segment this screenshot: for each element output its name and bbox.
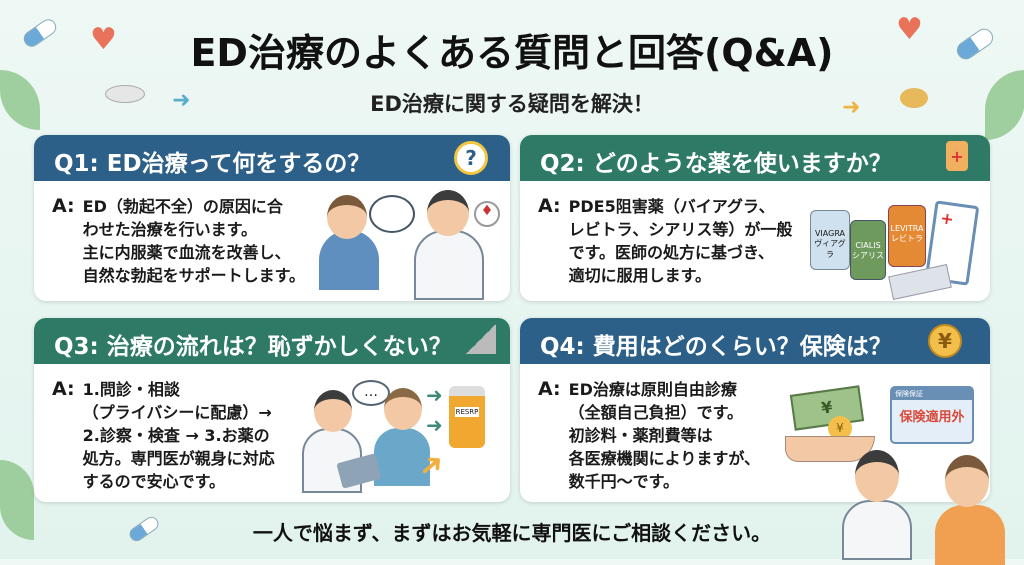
question-bubble-icon: ? [454, 141, 488, 175]
answer-line: （全額自己負担）です。 [568, 403, 744, 422]
answer: A: 1.問診・相談 （プライバシーに配慮）→ 2.診察・検査 → 3.お薬の処方。… [52, 378, 275, 493]
question-text: Q4: 費用はどのくらい？保険は？ [540, 334, 892, 360]
answer-line: ED治療は原則自由診療 [568, 380, 737, 399]
heart-icon: ♥ [896, 12, 923, 47]
bottle-label: RESRP [454, 407, 480, 417]
blister-pack-icon [888, 264, 952, 300]
answer-line: 各医療機関によりますが、 [568, 449, 761, 468]
question-text: Q2: どのような薬を使いますか？ [540, 151, 892, 177]
answer-prefix: A: [538, 195, 561, 217]
yen-coin-icon: ¥ [928, 324, 962, 358]
banknote-icon: ¥ [789, 385, 865, 431]
bottle-label: CIALIS [855, 241, 881, 250]
doctor-head [314, 390, 352, 432]
answer-line: レビトラ、シアリス等）が一般 [568, 220, 793, 239]
patient-illustration [935, 505, 1005, 565]
answer-line: するので安心です。 [82, 472, 226, 491]
answer-prefix: A: [538, 378, 561, 400]
faq-card-q3: Q3: 治療の流れは？恥ずかしくない？ A: 1.問診・相談 （プライバシーに配慮… [34, 318, 510, 502]
answer-line: 1.問診・相談 [82, 380, 180, 399]
patient-head [327, 195, 367, 239]
coins-icon [900, 88, 928, 108]
answer-line: わせた治療を行います。 [82, 220, 258, 239]
arrow-icon: ➜ [842, 95, 861, 120]
answer-line: ED（勃起不全）の原因に合 [82, 197, 283, 216]
stairs-icon [466, 324, 496, 354]
patient-head [945, 455, 989, 507]
arrow-icon: ➜ [426, 413, 443, 437]
answer: A: ED治療は原則自由診療 （全額自己負担）です。初診料・薬剤費等は各医療機関に… [538, 378, 760, 493]
answer-prefix: A: [52, 378, 75, 400]
doctor-head [855, 450, 899, 502]
footer-message: 一人で悩まず、まずはお気軽に専門医にご相談ください。 [252, 521, 772, 545]
bottle-label: VIAGRA [814, 229, 846, 238]
answer-line: （プライバシーに配慮）→ [82, 403, 272, 422]
doctor-illustration [842, 500, 912, 560]
question-header: Q4: 費用はどのくらい？保険は？ ¥ [520, 318, 990, 364]
bottle-label-kana: レビトラ [891, 234, 923, 243]
answer-line: 処方。専門医が親身に対応 [82, 449, 275, 468]
page-title: ED治療のよくある質問と回答(Q&A) [190, 31, 834, 75]
question-header: Q2: どのような薬を使いますか？ + [520, 135, 990, 181]
question-header: Q1: ED治療って何をするの？ ? [34, 135, 510, 181]
answer-line: 自然な勃起をサポートします。 [82, 266, 306, 285]
patient-illustration [319, 230, 379, 290]
arrow-icon: ➜ [426, 383, 443, 407]
insurance-card-header: 保険保証 [892, 388, 972, 400]
answer-line: 2.診察・検査 → 3.お薬の [82, 426, 270, 445]
bottle-label-kana: ヴィアグラ [814, 239, 846, 259]
insurance-card: 保険保証 保険適用外 [890, 386, 974, 444]
doctor-head [427, 190, 469, 236]
nurse-head [384, 388, 422, 430]
faq-card-q4: Q4: 費用はどのくらい？保険は？ ¥ A: ED治療は原則自由診療 （全額自己負… [520, 318, 990, 502]
nurse-illustration [374, 428, 430, 486]
medicine-bottle-icon: RESRP [449, 386, 485, 448]
bottle-label-kana: シアリス [852, 251, 884, 260]
answer: A: PDE5阻害薬（バイアグラ、レビトラ、シアリス等）が一般です。医師の処方に… [538, 195, 792, 287]
pills-icon [105, 85, 145, 103]
faq-card-q2: Q2: どのような薬を使いますか？ + A: PDE5阻害薬（バイアグラ、レビト… [520, 135, 990, 301]
question-text: Q3: 治療の流れは？恥ずかしくない？ [54, 334, 452, 360]
answer-line: 主に内服薬で血流を改善し、 [82, 243, 291, 262]
speech-bubble-icon: … [352, 380, 390, 406]
blood-drop-icon: ♦ [474, 201, 500, 227]
answer-line: PDE5阻害薬（バイアグラ、 [568, 197, 775, 216]
insurance-not-covered-label: 保険適用外 [899, 410, 965, 425]
answer-line: 数千円～です。 [568, 472, 680, 491]
answer-prefix: A: [52, 195, 75, 217]
arrow-icon: ➜ [172, 88, 191, 113]
heart-icon: ♥ [90, 22, 117, 57]
question-text: Q1: ED治療って何をするの？ [54, 151, 371, 177]
doctor-illustration [414, 230, 484, 300]
answer-line: 初診料・薬剤費等は [568, 426, 713, 445]
bottle-label: LEVITRA [890, 224, 924, 233]
page-subtitle: ED治療に関する疑問を解決！ [370, 92, 654, 116]
open-hand-icon [785, 436, 875, 462]
answer-line: 適切に服用します。 [568, 266, 712, 285]
answer: A: ED（勃起不全）の原因に合わせた治療を行います。主に内服薬で血流を改善し、… [52, 195, 305, 287]
pill-speech-bubble-icon [369, 195, 415, 233]
answer-line: です。医師の処方に基づき、 [568, 243, 774, 262]
faq-card-q1: Q1: ED治療って何をするの？ ? A: ED（勃起不全）の原因に合わせた治療… [34, 135, 510, 301]
medicine-bottle-icon: + [946, 141, 968, 171]
question-header: Q3: 治療の流れは？恥ずかしくない？ [34, 318, 510, 364]
